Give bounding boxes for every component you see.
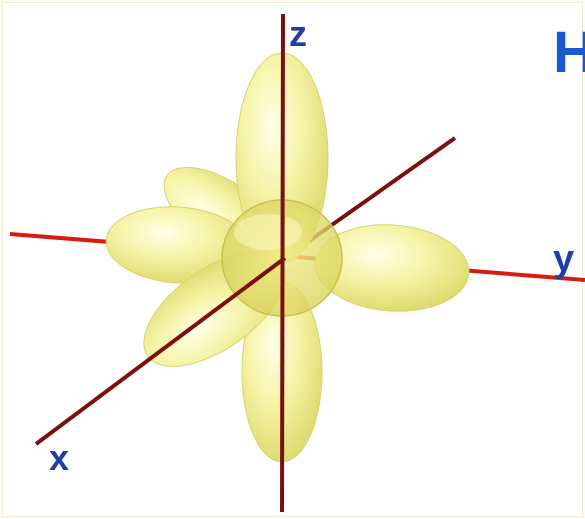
heading-fragment: H [553,24,585,82]
torus-highlight [234,214,302,250]
z-axis-label: z [289,16,307,52]
z-axis [282,14,283,512]
x-axis-label: x [49,440,69,476]
y-axis-label: y [553,240,574,278]
